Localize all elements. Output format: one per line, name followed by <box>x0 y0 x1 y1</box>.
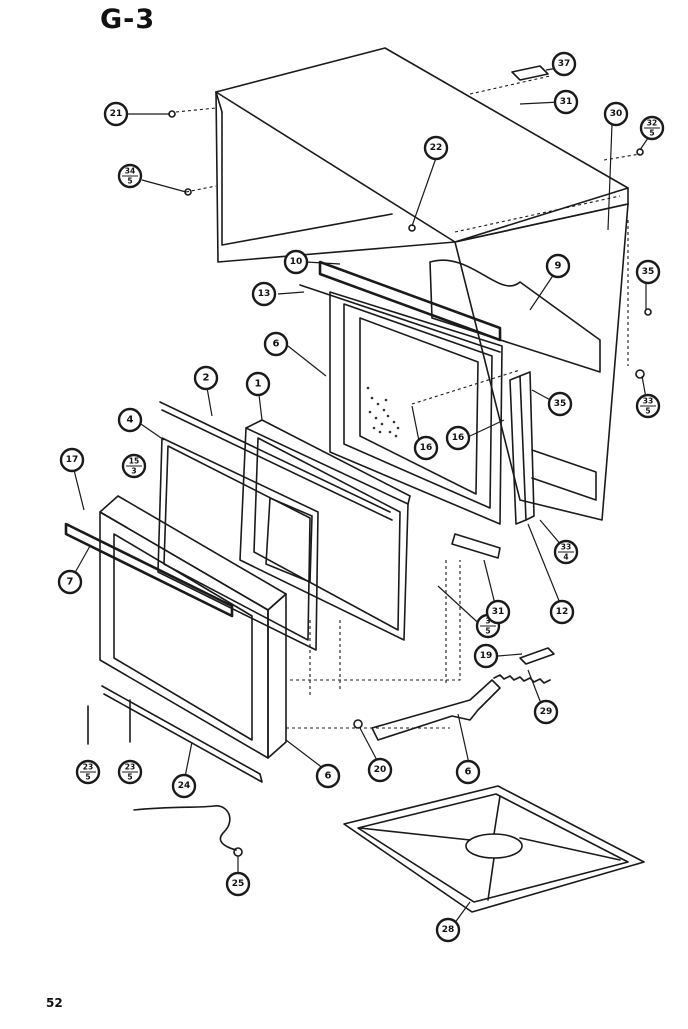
callout-34-5-top: 34 <box>125 167 135 176</box>
callout-23-5-right: 23 5 <box>117 759 143 785</box>
callout-32-5-top: 32 <box>647 119 657 128</box>
callout-37: 37 <box>551 51 577 77</box>
callout-33-5-top: 33 <box>643 397 653 406</box>
callout-6-rack-label: 6 <box>465 767 472 778</box>
callout-29: 29 <box>533 699 559 725</box>
callout-12: 12 <box>549 599 575 625</box>
callout-3-5-bottom: 5 <box>485 627 490 636</box>
callout-32-5: 32 5 <box>639 115 665 141</box>
callout-31-top-label: 31 <box>560 97 573 107</box>
callout-6-door-label: 6 <box>325 771 332 782</box>
callout-19-label: 19 <box>480 651 493 661</box>
callout-10: 10 <box>283 249 309 275</box>
diagram-title: G-3 <box>100 4 156 35</box>
power-cord-drawing <box>133 805 243 857</box>
callout-35-upper: 35 <box>635 259 661 285</box>
broiler-pan-drawing <box>343 785 645 913</box>
callout-34-5-bottom: 5 <box>127 177 132 186</box>
callout-13-label: 13 <box>258 289 271 299</box>
callout-34-5: 34 5 <box>117 163 143 189</box>
callout-17: 17 <box>59 447 85 473</box>
callout-9-label: 9 <box>555 261 562 272</box>
callout-31-lower: 31 <box>485 599 511 625</box>
callout-23-5-left-bottom: 5 <box>85 773 90 782</box>
callout-13: 13 <box>251 281 277 307</box>
callout-37-label: 37 <box>558 59 571 69</box>
right-side-panel-drawing <box>429 203 629 521</box>
callout-4: 4 <box>117 407 143 433</box>
callout-33-5-bottom: 5 <box>645 407 650 416</box>
hinge-channel-drawing <box>509 371 535 525</box>
callout-1-label: 1 <box>255 379 262 390</box>
callout-23-5-right-bottom: 5 <box>127 773 132 782</box>
callout-9: 9 <box>545 253 571 279</box>
door-glass-drawing <box>157 401 393 651</box>
callout-2-label: 2 <box>203 373 210 384</box>
screw-hardware-drawing <box>168 65 652 379</box>
callout-2: 2 <box>193 365 219 391</box>
callout-33-4-top: 33 <box>561 543 571 552</box>
callout-35-lower: 35 <box>547 391 573 417</box>
leader-lines <box>71 67 649 925</box>
oven-liner-drawing <box>299 260 503 559</box>
callout-35-upper-label: 35 <box>642 267 655 277</box>
callout-23-5-left: 23 5 <box>75 759 101 785</box>
callout-6-rack: 6 <box>455 759 481 785</box>
callout-33-4-bottom: 4 <box>563 553 568 562</box>
callout-21-label: 21 <box>110 109 123 119</box>
callout-28: 28 <box>435 917 461 943</box>
callout-28-label: 28 <box>442 925 455 935</box>
callout-23-5-left-top: 23 <box>83 763 93 772</box>
callout-1: 1 <box>245 371 271 397</box>
page-number: 52 <box>46 996 63 1010</box>
callout-23-5-right-top: 23 <box>125 763 135 772</box>
callout-31-top: 31 <box>553 89 579 115</box>
callout-30: 30 <box>603 101 629 127</box>
callout-22-label: 22 <box>430 143 443 153</box>
callout-29-label: 29 <box>540 707 553 717</box>
callout-17-label: 17 <box>66 455 79 465</box>
callout-20: 20 <box>367 757 393 783</box>
callout-20-label: 20 <box>374 765 387 775</box>
callout-16-b-label: 16 <box>452 433 465 443</box>
spring-drawing <box>493 647 555 684</box>
callout-4-label: 4 <box>127 415 134 426</box>
rack-support-drawing <box>353 679 501 741</box>
callout-30-label: 30 <box>610 109 623 119</box>
callout-25-label: 25 <box>232 879 245 889</box>
callout-24: 24 <box>171 773 197 799</box>
callout-35-lower-label: 35 <box>554 399 567 409</box>
callout-6-door: 6 <box>315 763 341 789</box>
callout-6-liner-label: 6 <box>273 339 280 350</box>
callout-31-lower-label: 31 <box>492 607 505 617</box>
door-inner-frame-drawing <box>239 419 411 641</box>
callout-3-5-top: 3 <box>485 617 490 626</box>
alignment-guides <box>175 75 641 729</box>
callout-12-label: 12 <box>556 607 569 617</box>
callout-7-label: 7 <box>67 577 74 588</box>
outer-cabinet-drawing <box>215 47 629 263</box>
callout-16-a-label: 16 <box>420 443 433 453</box>
bottom-trim-drawing <box>87 685 263 783</box>
callout-16-b: 16 <box>445 425 471 451</box>
callout-22: 22 <box>423 135 449 161</box>
callout-15-3-top: 15 <box>129 457 139 466</box>
callout-33-4: 33 4 <box>553 539 579 565</box>
callout-19: 19 <box>473 643 499 669</box>
callout-10-label: 10 <box>290 257 303 267</box>
callout-6-liner: 6 <box>263 331 289 357</box>
callout-7: 7 <box>57 569 83 595</box>
callout-16-a: 16 <box>413 435 439 461</box>
callout-15-3: 15 3 <box>121 453 147 479</box>
outer-door-drawing <box>64 495 287 759</box>
callout-25: 25 <box>225 871 251 897</box>
callout-33-5: 33 5 <box>635 393 661 419</box>
window-perforation-dots <box>366 386 400 438</box>
callout-21: 21 <box>103 101 129 127</box>
callout-24-label: 24 <box>178 781 191 791</box>
callout-32-5-bottom: 5 <box>649 129 654 138</box>
callout-15-3-bottom: 3 <box>131 467 136 476</box>
